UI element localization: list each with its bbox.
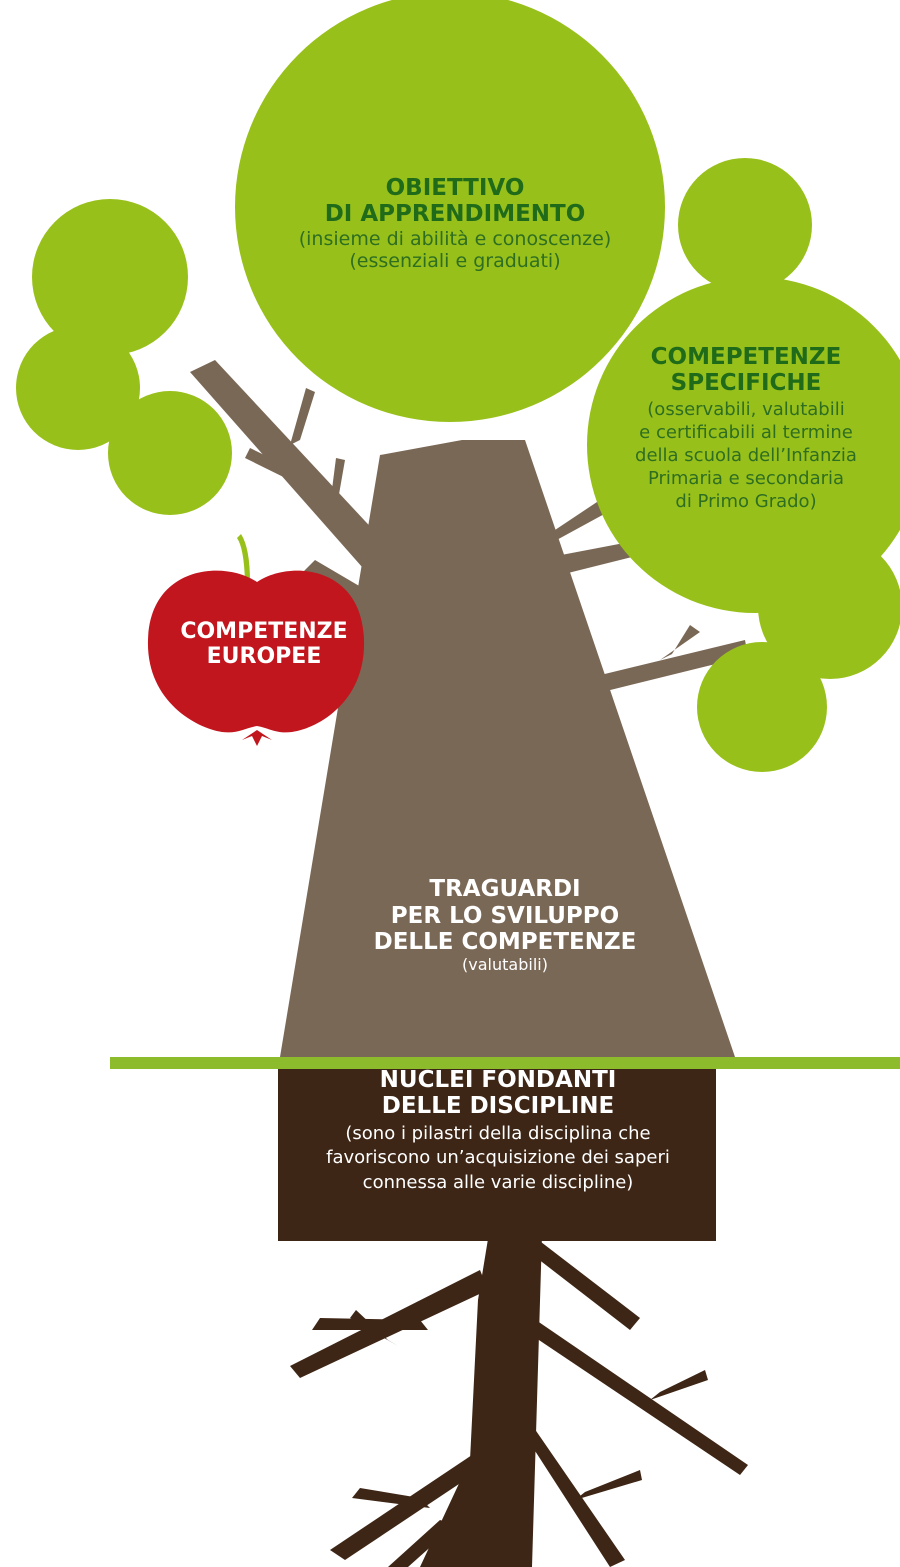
specific-note-line5: di Primo Grado) — [675, 491, 817, 513]
root-right-upper — [520, 1232, 640, 1330]
leaf-circle-bottom-right — [697, 642, 827, 772]
specific-note-line2: e certificabili al termine — [639, 421, 853, 443]
specific-competences-label: COMEPETENZE SPECIFICHE (osservabili, val… — [596, 344, 896, 513]
root-bottom-fork — [388, 1520, 455, 1567]
root-right-long — [524, 1316, 748, 1475]
nuclei-note-line2: favoriscono un’acquisizione dei saperi — [326, 1147, 670, 1169]
specific-title-line1: COMEPETENZE — [650, 344, 842, 370]
root-right-lower-twig — [575, 1470, 642, 1500]
objective-label: OBIETTIVO DI APPRENDIMENTO (insieme di a… — [255, 175, 655, 272]
trunk — [190, 360, 748, 1057]
leaf-circle-far-left-middle — [16, 326, 140, 450]
root-main — [420, 1135, 545, 1567]
root-right-lower — [528, 1425, 625, 1567]
specific-title-line2: SPECIFICHE — [670, 369, 822, 396]
apple — [147, 534, 365, 746]
root-left-twig — [350, 1310, 398, 1346]
core-nuclei-label: NUCLEI FONDANTI DELLE DISCIPLINE (sono i… — [278, 1067, 718, 1193]
ground-line — [110, 1057, 900, 1069]
branch-upper-left-twig-a — [290, 388, 315, 445]
leaf-circle-left-small — [108, 391, 232, 515]
european-competences-label: COMPETENZE EUROPEE — [146, 619, 382, 669]
root-left-lower-twig — [352, 1488, 430, 1508]
branch-right-lower-twig — [590, 708, 620, 765]
apple-bottom-notch — [242, 730, 272, 746]
nuclei-title-line2: DELLE DISCIPLINE — [381, 1092, 615, 1119]
leaf-circle-main — [235, 0, 665, 422]
leaf-circle-specifiche — [587, 277, 900, 613]
milestones-title-line3: DELLE COMPETENZE — [373, 929, 637, 956]
specific-note-line3: della scuola dell’Infanzia — [635, 444, 857, 466]
specific-note-line4: Primaria e secondaria — [647, 468, 845, 490]
branch-right-main — [520, 540, 640, 585]
milestones-title-line1: TRAGUARDI — [429, 876, 581, 902]
milestones-title-line2: PER LO SVILUPPO — [390, 902, 620, 929]
root-left-lower — [330, 1455, 480, 1560]
leaf-circle-top-right — [678, 158, 812, 292]
apple-stem — [237, 534, 250, 582]
specific-note-line1: (osservabili, valutabili — [647, 398, 845, 420]
nuclei-title-line1: NUCLEI FONDANTI — [379, 1067, 617, 1093]
apple-body — [147, 570, 365, 733]
branch-upper-left-twig-b — [330, 458, 345, 505]
nuclei-note-line3: connessa alle varie discipline) — [362, 1171, 634, 1193]
roots — [290, 1135, 748, 1567]
roots-box — [278, 1069, 716, 1241]
objective-title-line1: OBIETTIVO — [385, 175, 525, 201]
european-title-line2: EUROPEE — [206, 643, 322, 669]
branch-right-lower — [570, 640, 748, 700]
objective-title-line2: DI APPRENDIMENTO — [324, 200, 586, 227]
objective-note-line1: (insieme di abilità e conoscenze) — [298, 227, 612, 250]
root-right-twig — [650, 1370, 708, 1400]
branch-upper-left-twig-c — [245, 448, 326, 495]
milestones-note: (valutabili) — [462, 955, 548, 975]
leaves — [16, 0, 900, 772]
branch-right-lower-twig-b — [660, 625, 700, 660]
nuclei-note-line1: (sono i pilastri della disciplina che — [345, 1122, 651, 1144]
leaf-circle-lower-right — [758, 535, 900, 679]
milestones-label: TRAGUARDI PER LO SVILUPPO DELLE COMPETEN… — [320, 876, 690, 974]
objective-note-line2: (essenziali e graduati) — [349, 249, 561, 272]
european-title-line1: COMPETENZE — [180, 619, 348, 644]
branch-right-upper — [520, 500, 608, 560]
leaf-circle-far-left-top — [32, 199, 188, 355]
